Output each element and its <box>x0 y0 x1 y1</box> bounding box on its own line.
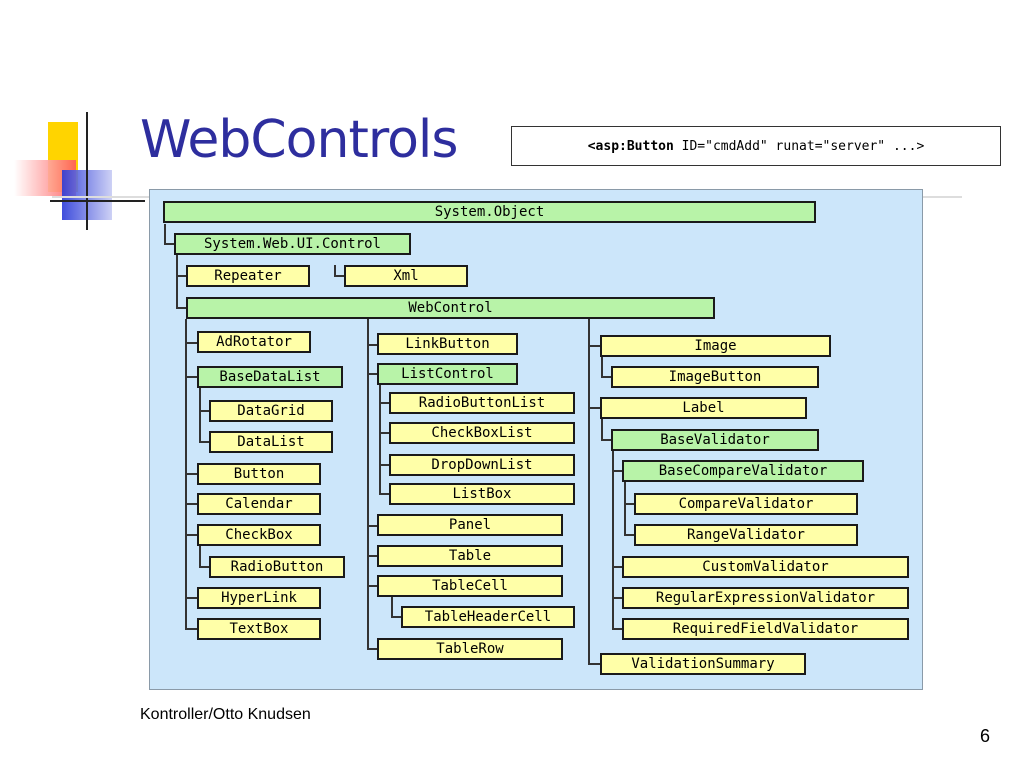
connector <box>588 407 600 409</box>
connector <box>176 275 186 277</box>
page-number: 6 <box>980 726 991 746</box>
node-basevalidator: BaseValidator <box>611 429 819 451</box>
connector <box>379 432 389 434</box>
node-table: Table <box>377 545 563 567</box>
connector <box>588 663 600 665</box>
node-webcontrol: WebControl <box>186 297 715 319</box>
node-comparevalidator: CompareValidator <box>634 493 858 515</box>
footer-author: Kontroller/Otto Knudsen <box>140 706 311 723</box>
connector <box>391 616 401 618</box>
node-listcontrol: ListControl <box>377 363 518 385</box>
code-sample-box: <asp:Button ID="cmdAdd" runat="server" .… <box>511 126 1001 166</box>
connector <box>185 376 197 378</box>
node-tablecell: TableCell <box>377 575 563 597</box>
connector <box>334 275 344 277</box>
node-requiredfieldvalidator: RequiredFieldValidator <box>622 618 909 640</box>
node-textbox: TextBox <box>197 618 321 640</box>
connector <box>185 342 197 344</box>
node-basedatalist: BaseDataList <box>197 366 343 388</box>
node-tableheadercell: TableHeaderCell <box>401 606 575 628</box>
page-title: WebControls <box>140 110 458 170</box>
connector <box>624 482 626 535</box>
connector <box>391 597 393 617</box>
node-checkbox: CheckBox <box>197 524 321 546</box>
connector <box>624 503 634 505</box>
logo-horizontal-line <box>50 200 145 202</box>
connector <box>185 628 197 630</box>
code-tag: <asp:Button <box>587 138 674 154</box>
connector <box>612 470 622 472</box>
connector <box>185 597 197 599</box>
connector <box>612 566 622 568</box>
connector <box>379 385 381 494</box>
connector <box>199 566 209 568</box>
connector <box>199 441 209 443</box>
connector <box>176 255 178 308</box>
node-calendar: Calendar <box>197 493 321 515</box>
connector <box>199 388 201 442</box>
node-radiobuttonlist: RadioButtonList <box>389 392 575 414</box>
node-imagebutton: ImageButton <box>611 366 819 388</box>
connector <box>199 545 201 567</box>
connector <box>601 376 611 378</box>
node-system-object: System.Object <box>163 201 816 223</box>
connector <box>367 373 377 375</box>
node-basecomparevalidator: BaseCompareValidator <box>622 460 864 482</box>
node-linkbutton: LinkButton <box>377 333 518 355</box>
connector <box>164 243 174 245</box>
node-system-web-ui-control: System.Web.UI.Control <box>174 233 411 255</box>
node-customvalidator: CustomValidator <box>622 556 909 578</box>
connector <box>164 224 166 244</box>
connector <box>185 534 197 536</box>
connector <box>601 357 603 377</box>
connector <box>367 525 377 527</box>
connector <box>367 648 377 650</box>
connector <box>367 319 369 649</box>
node-label: Label <box>600 397 807 419</box>
node-datagrid: DataGrid <box>209 400 333 422</box>
logo-vertical-line <box>86 112 88 230</box>
connector <box>379 402 389 404</box>
connector <box>185 473 197 475</box>
node-panel: Panel <box>377 514 563 536</box>
node-listbox: ListBox <box>389 483 575 505</box>
node-adrotator: AdRotator <box>197 331 311 353</box>
node-repeater: Repeater <box>186 265 310 287</box>
connector <box>367 555 377 557</box>
node-button: Button <box>197 463 321 485</box>
node-datalist: DataList <box>209 431 333 453</box>
connector <box>176 307 186 309</box>
connector <box>612 451 614 629</box>
node-validationsummary: ValidationSummary <box>600 653 806 675</box>
connector <box>185 503 197 505</box>
node-rangevalidator: RangeValidator <box>634 524 858 546</box>
node-checkboxlist: CheckBoxList <box>389 422 575 444</box>
connector <box>379 493 389 495</box>
connector <box>624 534 634 536</box>
node-dropdownlist: DropDownList <box>389 454 575 476</box>
connector <box>588 345 600 347</box>
node-radiobutton: RadioButton <box>209 556 345 578</box>
connector <box>334 265 336 276</box>
node-image: Image <box>600 335 831 357</box>
connector <box>601 439 611 441</box>
connector <box>199 410 209 412</box>
node-hyperlink: HyperLink <box>197 587 321 609</box>
connector <box>612 597 622 599</box>
code-attributes: ID="cmdAdd" runat="server" ...> <box>673 138 925 154</box>
node-xml: Xml <box>344 265 468 287</box>
node-tablerow: TableRow <box>377 638 563 660</box>
connector <box>367 344 377 346</box>
connector <box>367 585 377 587</box>
connector <box>379 464 389 466</box>
connector <box>588 319 590 664</box>
connector <box>601 419 603 440</box>
node-regularexpressionvalidator: RegularExpressionValidator <box>622 587 909 609</box>
connector <box>612 628 622 630</box>
